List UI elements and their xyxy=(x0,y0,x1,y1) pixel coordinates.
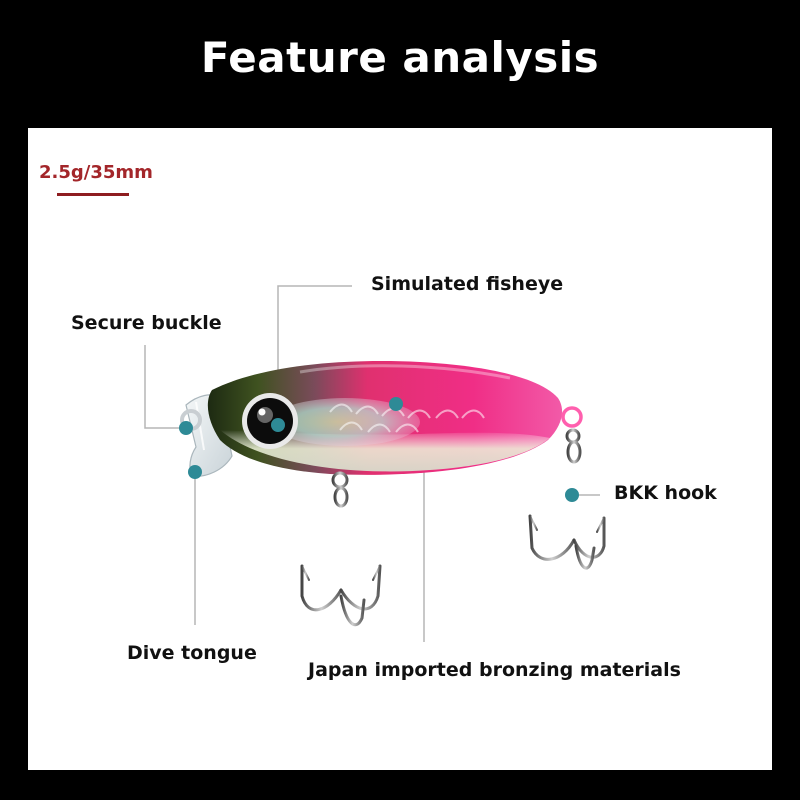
marker-materials xyxy=(389,397,403,411)
callout-tongue: Dive tongue xyxy=(127,642,257,664)
spec-label: 2.5g/35mm xyxy=(39,162,153,183)
marker-hook xyxy=(565,488,579,502)
spec-underline xyxy=(57,193,129,196)
callout-hook: BKK hook xyxy=(614,482,717,504)
callout-buckle: Secure buckle xyxy=(71,312,222,334)
marker-tongue xyxy=(188,465,202,479)
marker-buckle xyxy=(179,421,193,435)
marker-fisheye xyxy=(271,418,285,432)
belly-hook xyxy=(300,471,382,627)
tail-hook xyxy=(528,428,606,570)
fisheye xyxy=(242,393,298,449)
callout-fisheye: Simulated fisheye xyxy=(371,273,564,295)
header-bar: Feature analysis xyxy=(0,0,800,125)
tail-ring xyxy=(561,406,583,428)
leader-buckle xyxy=(144,345,186,429)
page-title: Feature analysis xyxy=(200,33,600,82)
callout-materials: Japan imported bronzing materials xyxy=(308,659,681,681)
